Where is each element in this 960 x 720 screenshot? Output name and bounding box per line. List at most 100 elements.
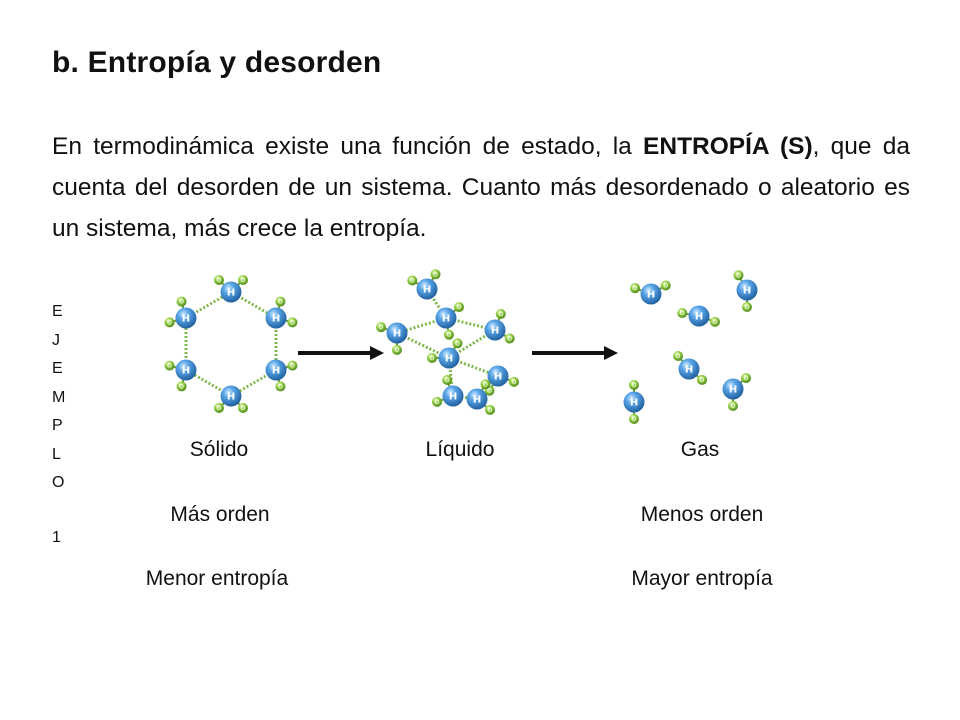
svg-text:H: H: [423, 285, 431, 296]
svg-text:O: O: [632, 382, 637, 389]
small-atom: O: [287, 317, 298, 328]
small-atom: O: [629, 414, 639, 424]
core-atom: H: [435, 307, 457, 329]
water-molecule: OOH: [623, 380, 645, 424]
core-atom: H: [265, 359, 287, 381]
water-molecule: OOH: [484, 309, 515, 344]
water-molecule: OOH: [677, 305, 720, 327]
water-molecule: OOH: [673, 350, 708, 385]
svg-text:O: O: [455, 340, 460, 347]
svg-text:H: H: [743, 286, 751, 297]
water-molecule: OOH: [265, 359, 298, 392]
vertical-letter: E: [52, 303, 63, 320]
label-liquid: Líquido: [425, 438, 495, 461]
svg-text:H: H: [695, 312, 703, 323]
svg-text:O: O: [278, 383, 283, 390]
core-atom: H: [386, 322, 408, 344]
core-atom: H: [220, 385, 242, 407]
small-atom: O: [741, 373, 752, 384]
svg-text:O: O: [483, 381, 488, 388]
core-atom: H: [466, 388, 488, 410]
core-atom: H: [175, 307, 197, 329]
small-atom: O: [630, 283, 641, 294]
svg-text:O: O: [745, 304, 750, 311]
entropy-term: ENTROPÍA (S): [643, 133, 813, 160]
svg-text:O: O: [241, 277, 246, 284]
small-atom: O: [407, 275, 418, 286]
water-molecule: OOH: [722, 373, 752, 411]
label-less-order: Menos orden: [640, 503, 764, 526]
small-atom: O: [709, 316, 720, 327]
water-molecule: O OH: [630, 280, 671, 305]
section-title: b. Entropía y desorden: [52, 46, 382, 79]
core-atom: H: [175, 359, 197, 381]
svg-text:O: O: [167, 319, 172, 326]
small-atom: O: [392, 345, 402, 355]
svg-text:O: O: [217, 277, 222, 284]
svg-text:O: O: [632, 416, 637, 423]
core-atom: H: [623, 391, 645, 413]
small-atom: O: [454, 302, 465, 313]
water-molecule: O OH: [484, 365, 519, 396]
water-molecule: OOH: [733, 270, 758, 312]
vertical-letter: O: [52, 474, 65, 491]
svg-text:H: H: [182, 314, 190, 325]
core-atom: H: [484, 319, 506, 341]
svg-text:H: H: [491, 326, 499, 337]
small-atom: O: [376, 322, 387, 333]
svg-text:H: H: [227, 392, 235, 403]
label-higher-entropy: Mayor entropía: [631, 567, 773, 590]
svg-text:O: O: [217, 405, 222, 412]
paragraph-text-end: , que da cuenta del desorden de un siste…: [52, 133, 910, 242]
example-vertical-label: E J E M P L O 1: [52, 298, 72, 552]
vertical-letter: E: [52, 360, 63, 377]
svg-text:O: O: [713, 319, 718, 326]
svg-text:H: H: [442, 314, 450, 325]
svg-text:O: O: [700, 377, 705, 384]
water-molecule: O OH: [213, 274, 249, 303]
svg-text:O: O: [167, 363, 172, 370]
svg-text:O: O: [179, 299, 184, 306]
svg-text:O: O: [457, 304, 462, 311]
svg-text:H: H: [272, 366, 280, 377]
svg-text:H: H: [445, 354, 453, 365]
small-atom: O: [742, 302, 752, 312]
small-atom: O: [213, 403, 224, 414]
svg-text:H: H: [630, 398, 638, 409]
svg-text:O: O: [430, 355, 435, 362]
vertical-letter: P: [52, 417, 63, 434]
core-atom: H: [487, 365, 509, 387]
small-atom: O: [728, 401, 738, 411]
core-atom: H: [438, 347, 460, 369]
small-atom: O: [176, 296, 187, 307]
water-molecule: OOH: [427, 338, 463, 369]
core-atom: H: [220, 281, 242, 303]
svg-text:O: O: [731, 403, 736, 410]
svg-text:O: O: [241, 405, 246, 412]
svg-text:H: H: [393, 329, 401, 340]
small-atom: O: [427, 353, 437, 363]
label-solid: Sólido: [189, 438, 249, 461]
water-molecule: O OH: [213, 385, 249, 414]
small-atom: O: [430, 269, 441, 280]
small-atom: O: [508, 376, 519, 387]
label-more-order: Más orden: [170, 503, 270, 526]
svg-text:O: O: [278, 299, 283, 306]
svg-text:O: O: [676, 353, 681, 360]
small-atom: O: [238, 274, 249, 285]
svg-text:O: O: [290, 363, 295, 370]
vertical-letter: M: [52, 388, 66, 406]
svg-text:O: O: [410, 278, 415, 285]
label-gas: Gas: [680, 438, 720, 461]
water-molecule: O O H: [164, 296, 197, 329]
small-atom: O: [213, 274, 224, 285]
svg-text:O: O: [663, 283, 668, 290]
small-atom: O: [629, 380, 639, 390]
core-atom: H: [640, 283, 662, 305]
small-atom: O: [485, 404, 496, 415]
svg-text:H: H: [182, 366, 190, 377]
